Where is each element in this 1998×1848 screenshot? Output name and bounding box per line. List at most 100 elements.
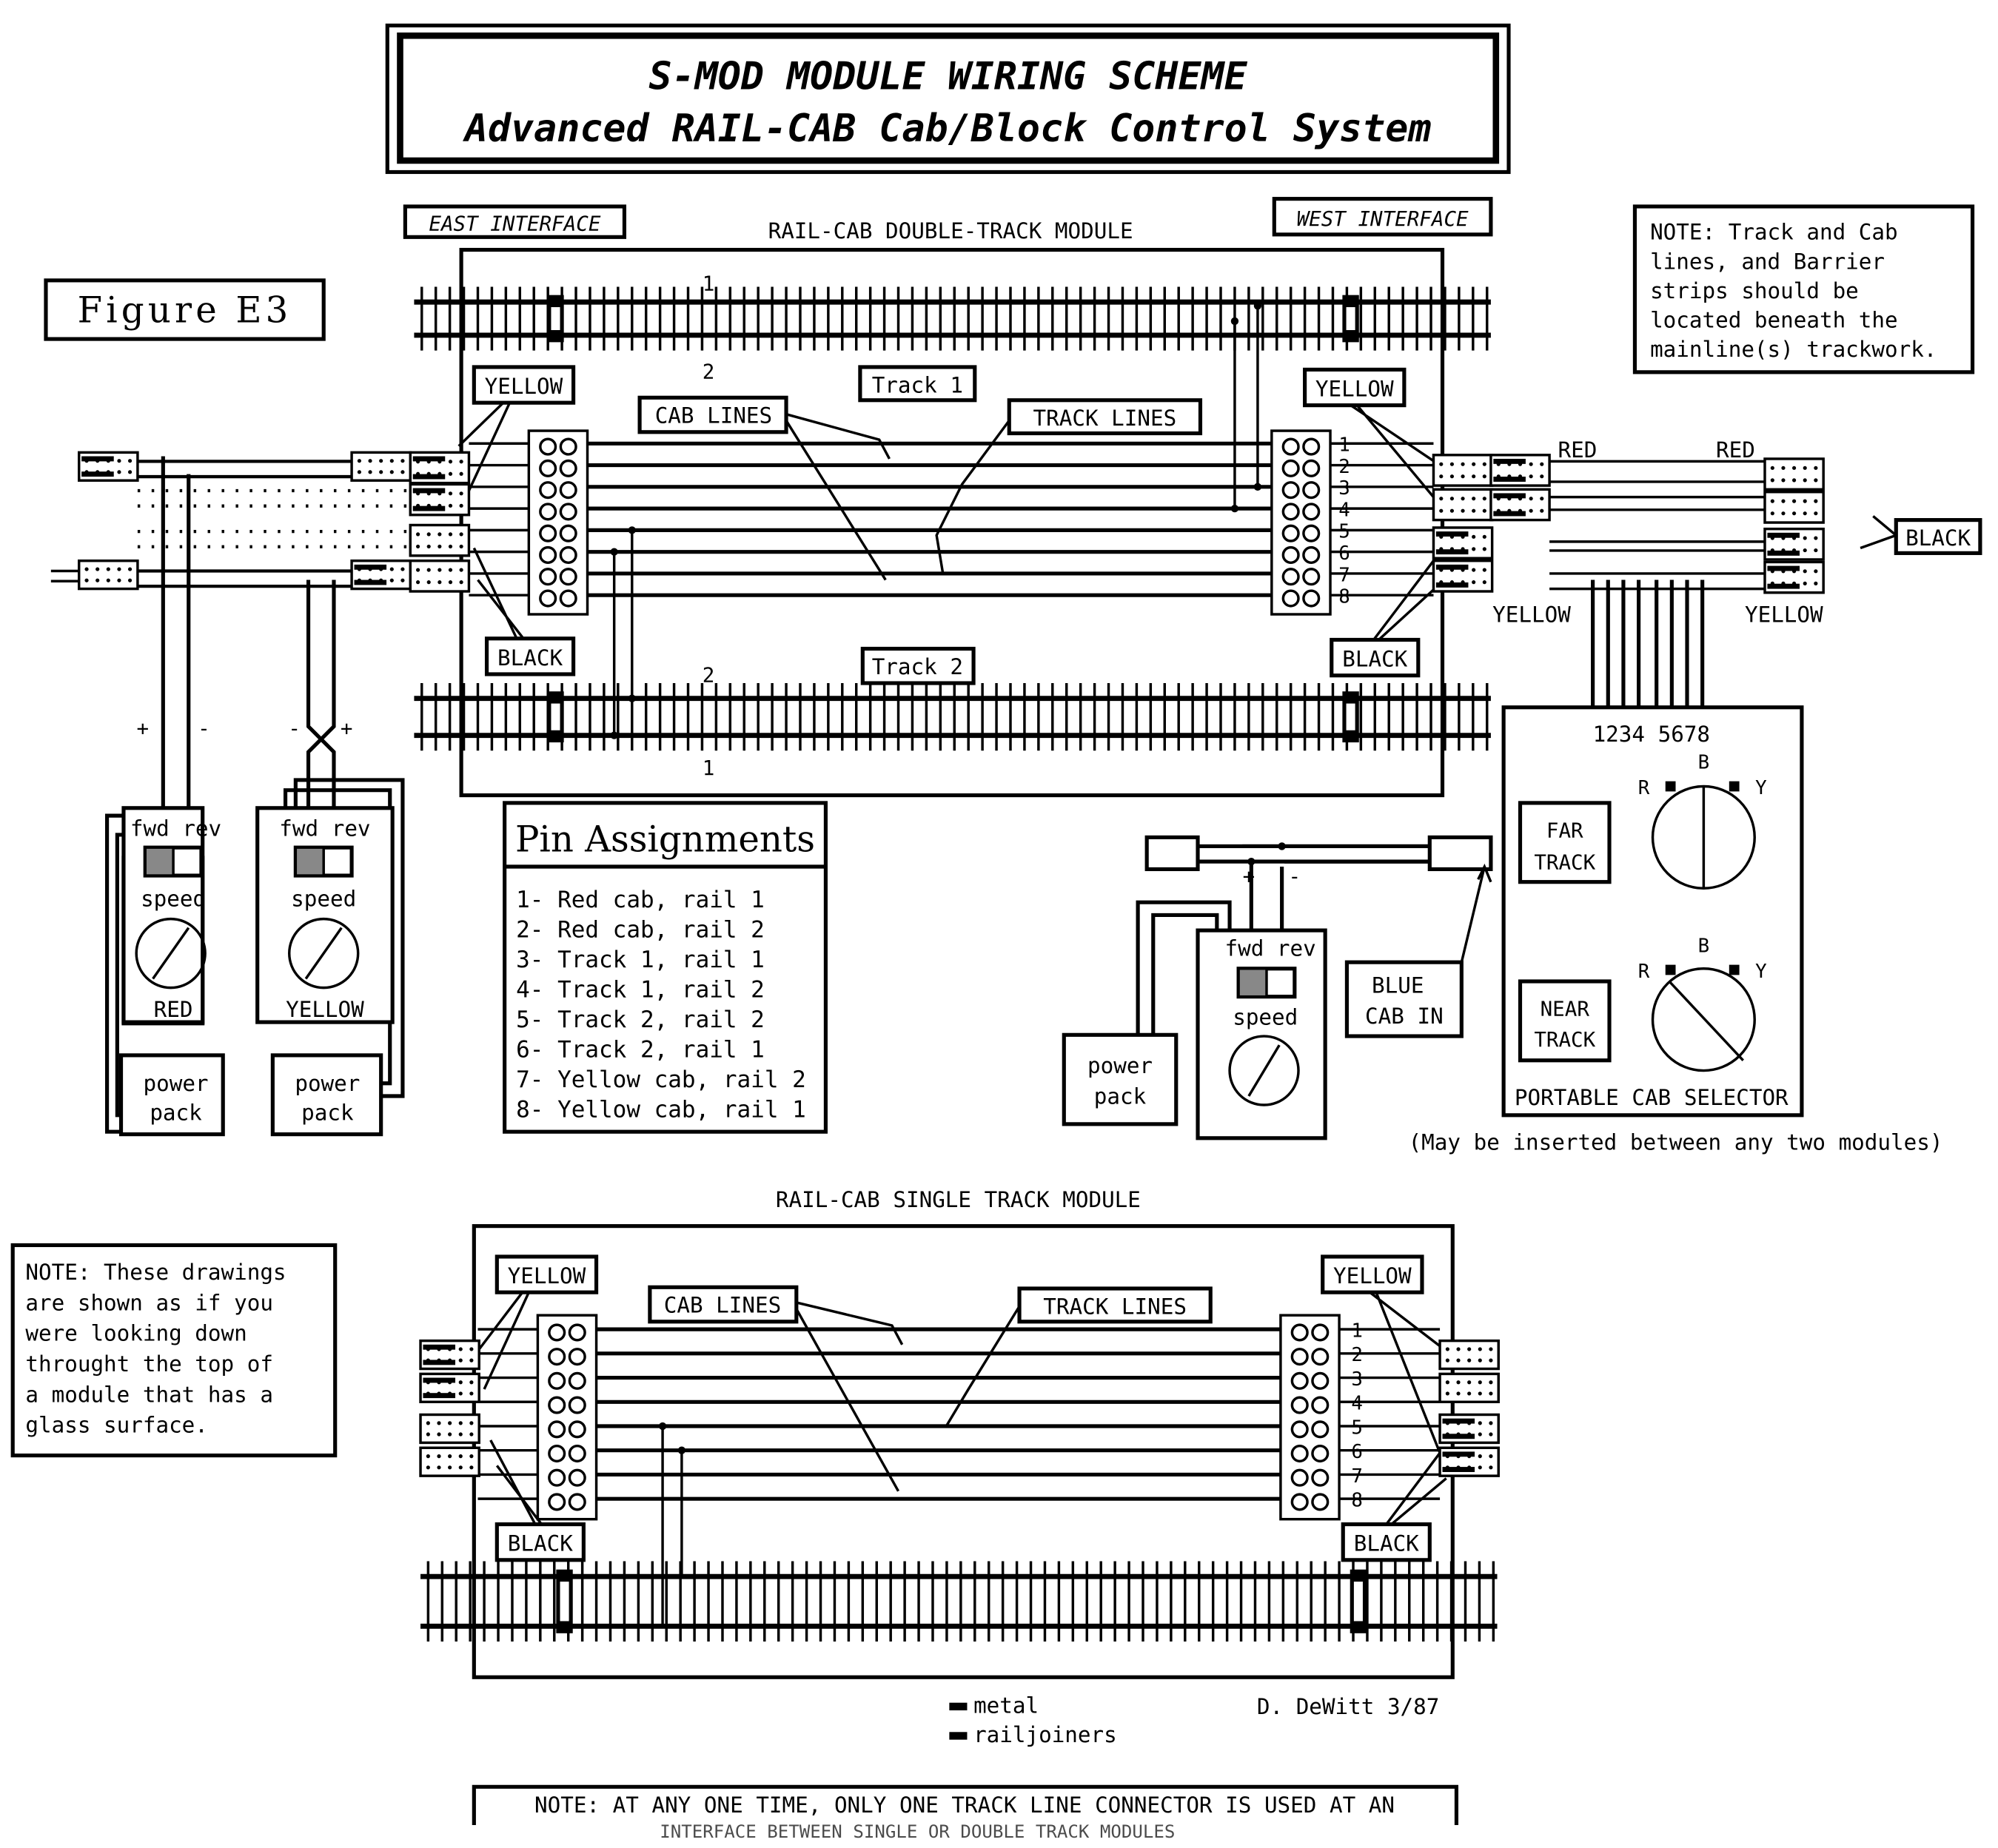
connector-pin (117, 470, 121, 474)
connector-pin (1478, 1421, 1482, 1425)
rail-joiner-metal (557, 1621, 571, 1632)
connector-pin (84, 578, 89, 582)
bottom-note: NOTE: AT ANY ONE TIME, ONLY ONE TRACK LI… (472, 1784, 1459, 1842)
connector-pin (1439, 497, 1444, 501)
top-note-line: strips should be (1650, 278, 1859, 303)
connector-pin (1482, 474, 1486, 479)
track2-rail-number-1: 1 (703, 756, 715, 780)
connector (1432, 488, 1494, 522)
dt-track-lines-label: TRACK LINES (1033, 406, 1177, 431)
connector-metal (354, 564, 387, 570)
far-b: B (1698, 751, 1710, 773)
connector-metal (1435, 531, 1469, 537)
solder-point (1253, 483, 1262, 491)
connector-pin (448, 1432, 452, 1437)
dt-connectors (409, 451, 1825, 594)
yellow-speed-knob[interactable] (288, 917, 360, 989)
blue-speed-knob[interactable] (1228, 1035, 1300, 1106)
barrier-strip-right (1270, 429, 1332, 616)
connector-pin (1445, 1358, 1449, 1363)
terminal (568, 1420, 586, 1439)
connector (1763, 457, 1825, 491)
rail-joiner-metal (549, 330, 563, 340)
red-speed-knob[interactable] (135, 917, 207, 989)
terminal (1281, 503, 1300, 521)
terminal (559, 568, 577, 586)
terminal (539, 545, 557, 565)
connector-metal (81, 456, 114, 462)
rail-joiner-metal (549, 693, 563, 704)
terminal (1281, 481, 1300, 500)
barrier-strip-left (527, 429, 589, 616)
connector-pin (469, 1432, 474, 1437)
connector-pin (448, 532, 453, 537)
connector-pin (448, 568, 453, 572)
connector-pin (1478, 1391, 1482, 1396)
near-track-label: NEAR (1541, 997, 1590, 1021)
connector-pin (448, 1454, 452, 1459)
connector-pin (1781, 499, 1786, 503)
connector-pin (1472, 508, 1476, 513)
connector-pin (426, 568, 431, 572)
connector-pin (437, 1421, 441, 1425)
pin-assignment-row: 7- Yellow cab, rail 2 (516, 1066, 806, 1093)
connector-pin (1472, 462, 1476, 466)
connector-pin (1814, 499, 1818, 503)
connector-pin (416, 568, 420, 572)
connector-pin (459, 503, 463, 508)
rail-joiner-metal (1344, 730, 1358, 741)
connector-pin (469, 1454, 474, 1459)
yellow-label-2: YELLOW (1745, 602, 1823, 627)
connector-metal (423, 1377, 456, 1383)
terminal (1290, 1396, 1309, 1414)
near-track-selector-knob[interactable] (1651, 967, 1756, 1072)
connector-pin (117, 578, 121, 582)
connector-pin (1814, 466, 1818, 470)
track-2 (414, 683, 1491, 751)
terminal (568, 1396, 586, 1414)
pin-number: 7 (1351, 1465, 1363, 1488)
connector-pin (448, 491, 453, 496)
connector-pin (459, 544, 463, 549)
connector-pin (1445, 1391, 1449, 1396)
connector-pin (448, 1421, 452, 1425)
track1-rail-number-2: 2 (703, 360, 715, 383)
connector-pin (368, 459, 372, 463)
near-b: B (1698, 935, 1710, 957)
connector-pin (426, 532, 431, 537)
connector-pin (438, 568, 442, 572)
terminal (1311, 1420, 1330, 1439)
terminal (1302, 481, 1321, 500)
terminal (548, 1396, 566, 1414)
connector-pin (1489, 1465, 1493, 1470)
double-track-module-title: RAIL-CAB DOUBLE-TRACK MODULE (768, 218, 1133, 243)
connector-metal (1767, 550, 1800, 556)
connector-pin (1792, 511, 1797, 516)
connector-pin (127, 578, 133, 582)
connector-pin (426, 1454, 430, 1459)
pin-number: 8 (1338, 586, 1350, 608)
connector-pin (1540, 462, 1544, 466)
red-label-2: RED (1716, 437, 1755, 463)
connector-pin (426, 1432, 430, 1437)
connector-pin (1814, 536, 1818, 540)
terminal (568, 1468, 586, 1487)
connector-pin (95, 578, 100, 582)
pin-assignments: Pin Assignments 1- Red cab, rail 12- Red… (503, 801, 828, 1134)
terminal (568, 1348, 586, 1366)
selector-pin-numbers: 1234 5678 (1593, 722, 1710, 747)
terminal (548, 1493, 566, 1511)
connector-metal (1767, 565, 1800, 571)
yellow-power-pack: power (295, 1071, 360, 1096)
connector-metal (1493, 493, 1526, 499)
side-note-line: are shown as if you (25, 1290, 273, 1315)
connector-pin (1529, 508, 1533, 513)
pin-assignment-row: 5- Track 2, rail 2 (516, 1007, 765, 1033)
terminal (1311, 1444, 1330, 1463)
terminal (559, 503, 577, 521)
connector-pin (1467, 1358, 1472, 1363)
pin-number: 4 (1338, 499, 1350, 521)
selector-footer: PORTABLE CAB SELECTOR (1515, 1085, 1789, 1110)
top-note-line: lines, and Barrier (1650, 249, 1885, 274)
